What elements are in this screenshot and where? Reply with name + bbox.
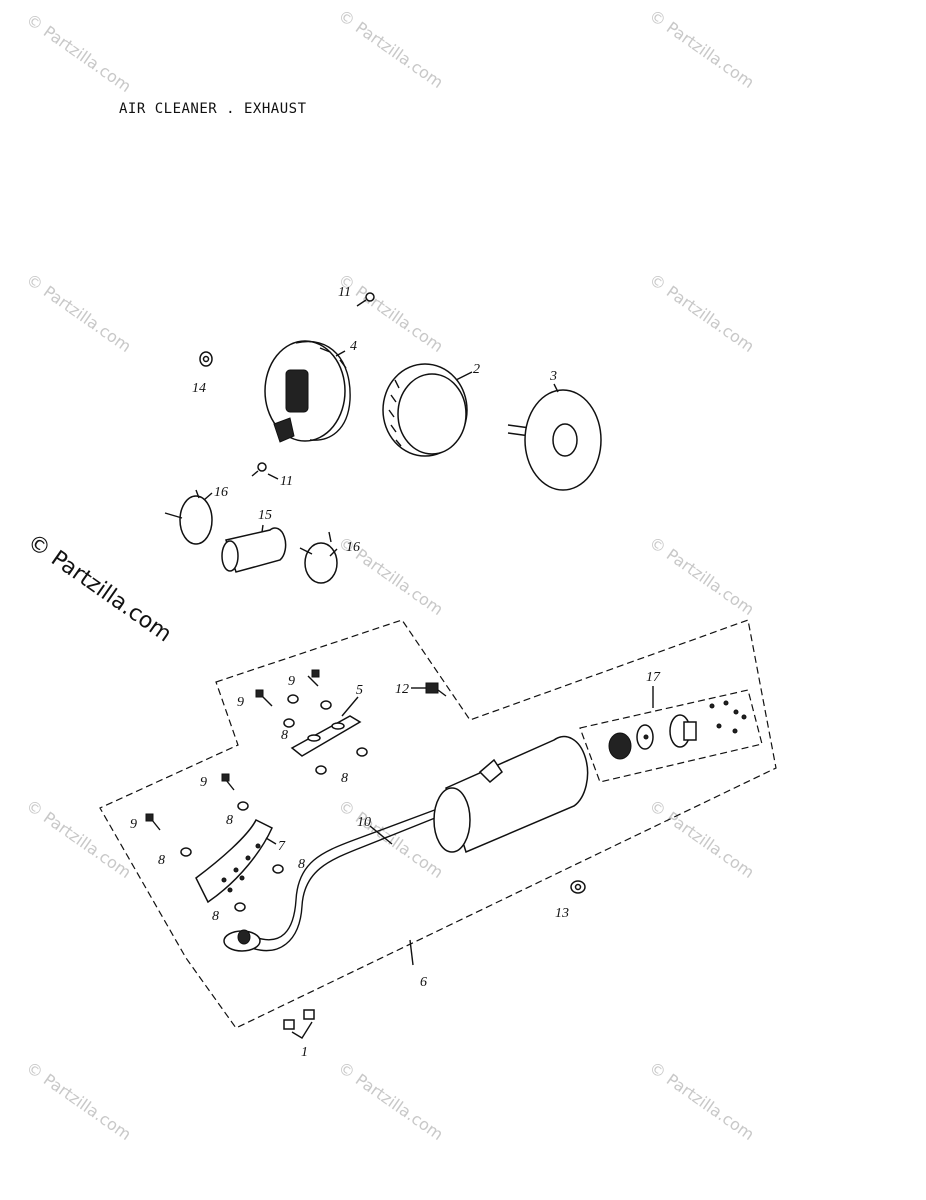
callout-8: 8 (158, 853, 165, 868)
exhaust-assembly-outline (99, 619, 777, 1029)
callout-10: 10 (357, 815, 371, 830)
washer-8 (356, 747, 368, 757)
callout-16: 16 (346, 540, 360, 555)
washer-8 (283, 718, 295, 728)
callout-2: 2 (473, 362, 480, 377)
callout-5: 5 (356, 683, 363, 698)
nut-13 (570, 880, 586, 894)
bolt-12 (425, 682, 447, 697)
callout-11: 11 (338, 285, 351, 300)
exhaust-pipe-10 (223, 807, 441, 952)
watermark: © Partzilla.com (646, 533, 758, 619)
clamp-16-left (164, 489, 213, 545)
callout-15: 15 (258, 508, 272, 523)
gasket-5 (290, 715, 362, 757)
air-cleaner-cover-3 (507, 389, 602, 491)
connecting-tube-15 (221, 527, 287, 573)
callout-9: 9 (200, 775, 207, 790)
watermark: © Partzilla.com (23, 1058, 135, 1144)
air-filter-element-2 (382, 363, 468, 457)
washer-8 (272, 864, 284, 874)
callout-1: 1 (301, 1045, 308, 1060)
callout-8: 8 (226, 813, 233, 828)
washer-8 (287, 694, 299, 704)
spark-arrestor-17 (608, 700, 747, 760)
clamp-16-right (299, 531, 338, 584)
watermark: © Partzilla.com (335, 6, 447, 92)
watermark: © Partzilla.com (23, 10, 135, 96)
callout-7: 7 (278, 839, 286, 854)
callout-12: 12 (395, 682, 409, 697)
watermark: © Partzilla.com (646, 796, 758, 882)
callout-8: 8 (281, 728, 288, 743)
muffler-6 (433, 735, 589, 854)
washer-8 (234, 902, 246, 912)
leaders (203, 350, 654, 966)
screw-11-top (356, 292, 375, 307)
callout-8: 8 (212, 909, 219, 924)
washer-8 (237, 801, 249, 811)
nut-1 (283, 1009, 315, 1039)
callout-8: 8 (341, 771, 348, 786)
callout-8: 8 (298, 857, 305, 872)
callout-13: 13 (555, 906, 569, 921)
watermarks: © Partzilla.com © Partzilla.com © Partzi… (23, 6, 758, 1144)
callout-9: 9 (130, 817, 137, 832)
bolt-9 (255, 689, 273, 707)
watermark: © Partzilla.com (646, 1058, 758, 1144)
callout-9: 9 (288, 674, 295, 689)
washer-8 (320, 700, 332, 710)
screw-11-lower (251, 462, 267, 477)
air-cleaner-case-4 (264, 340, 351, 443)
washer-8 (180, 847, 192, 857)
callout-3: 3 (549, 369, 557, 384)
heat-guard-7 (195, 818, 273, 904)
bolt-9 (307, 669, 320, 687)
callout-9: 9 (237, 695, 244, 710)
nut-14 (199, 351, 213, 367)
bolt-9 (221, 773, 235, 791)
callout-11: 11 (280, 474, 293, 489)
callout-14: 14 (192, 381, 206, 396)
bolt-9 (145, 813, 161, 831)
watermark: © Partzilla.com (23, 270, 135, 356)
spark-arrestor-outline (579, 689, 763, 783)
watermark-primary: © Partzilla.com (23, 529, 176, 647)
watermark: © Partzilla.com (335, 1058, 447, 1144)
callouts: 11 4 2 3 14 11 16 15 16 17 9 9 5 12 8 8 … (130, 285, 661, 1060)
washer-8 (315, 765, 327, 775)
watermark: © Partzilla.com (335, 796, 447, 882)
callout-6: 6 (420, 975, 427, 990)
watermark: © Partzilla.com (646, 270, 758, 356)
page-title: AIR CLEANER . EXHAUST (119, 101, 307, 117)
watermark: © Partzilla.com (646, 6, 758, 92)
callout-4: 4 (350, 339, 357, 354)
callout-16: 16 (214, 485, 228, 500)
callout-17: 17 (646, 670, 661, 685)
